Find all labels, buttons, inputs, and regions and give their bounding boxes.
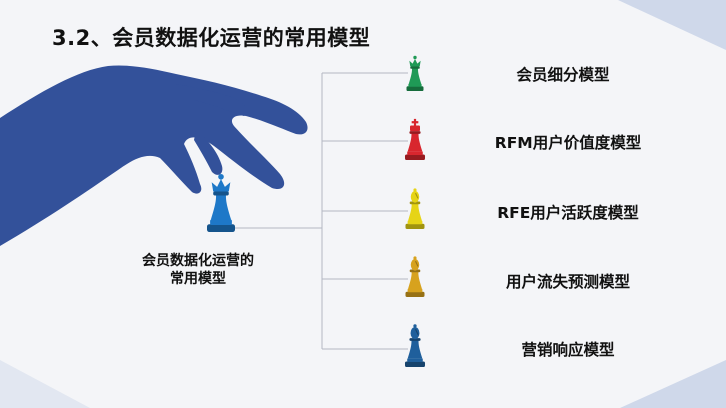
page-title: 3.2、会员数据化运营的常用模型	[52, 26, 371, 50]
chess-piece-1-icon	[406, 55, 424, 91]
model-label-5: 营销响应模型	[521, 341, 615, 359]
center-topic-line-2: 常用模型	[170, 271, 226, 287]
model-label-1: 会员细分模型	[516, 66, 610, 84]
hand-silhouette	[0, 65, 308, 247]
center-topic-label: 会员数据化运营的 常用模型	[118, 252, 278, 288]
corner-accent-bottom-right	[620, 360, 726, 408]
chess-pieces	[207, 55, 425, 367]
model-label-4: 用户流失预测模型	[505, 273, 631, 291]
chess-piece-3-icon	[405, 188, 425, 229]
chess-piece-2-icon	[405, 118, 425, 160]
corner-accent-top-right	[618, 0, 726, 50]
chess-piece-5-icon	[405, 324, 425, 367]
corner-accent-bottom-left	[0, 360, 90, 408]
model-label-3: RFE用户活跃度模型	[497, 204, 639, 222]
chess-piece-4-icon	[405, 256, 425, 297]
center-topic-line-1: 会员数据化运营的	[142, 253, 254, 269]
hand-chess-piece-icon	[207, 173, 235, 232]
connector-lines	[232, 72, 408, 350]
model-label-2: RFM用户价值度模型	[494, 134, 642, 152]
